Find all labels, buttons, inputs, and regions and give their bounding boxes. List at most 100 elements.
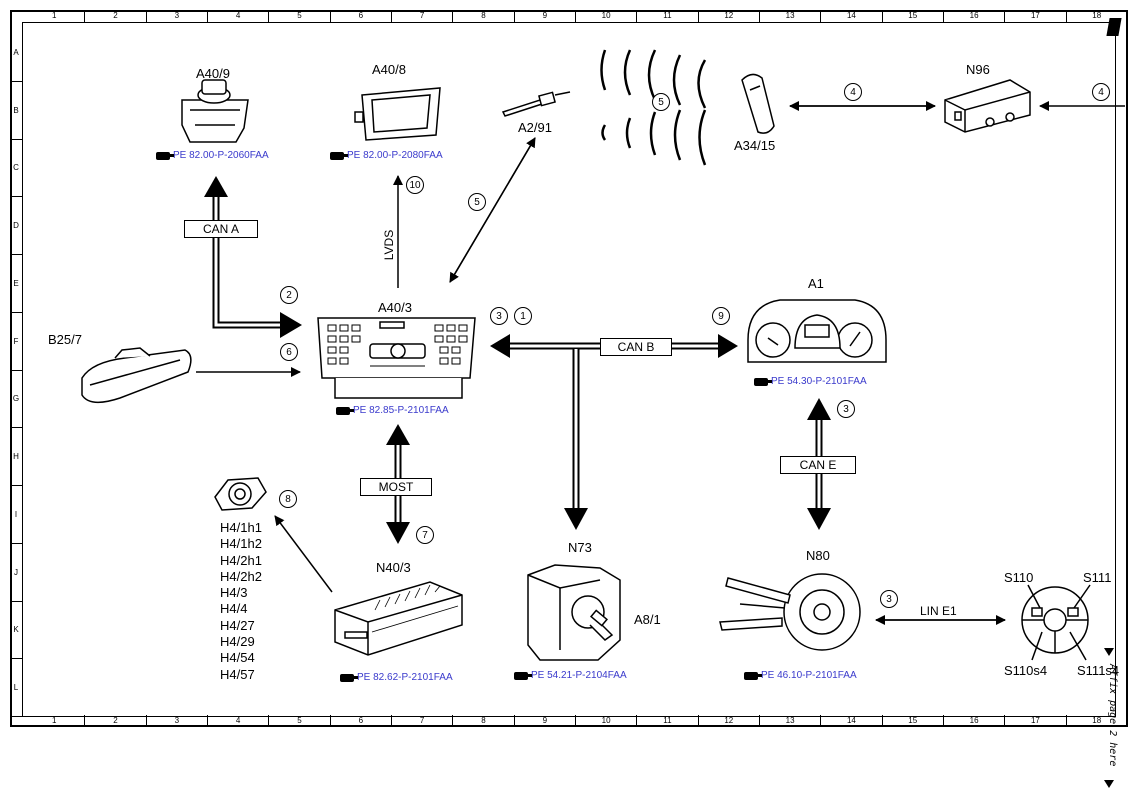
column-number: 5	[269, 715, 331, 727]
ref-link-a1[interactable]: PE 54.30-P-2101FAA	[754, 376, 867, 387]
label-a34-15: A34/15	[734, 138, 776, 153]
label-n73: N73	[568, 540, 592, 555]
row-letter: G	[10, 371, 22, 429]
row-letter: I	[10, 486, 22, 544]
column-number: 6	[331, 715, 392, 727]
column-number: 8	[453, 10, 515, 22]
bus-label-can-b: CAN B	[600, 338, 672, 356]
column-number: 15	[883, 10, 944, 22]
row-letter: A	[10, 24, 22, 82]
speaker-list: H4/1h1 H4/1h2 H4/2h1 H4/2h2 H4/3 H4/4 H4…	[220, 520, 262, 683]
column-number: 10	[576, 715, 638, 727]
marker-5: 5	[652, 93, 670, 111]
speaker-item: H4/4	[220, 601, 248, 617]
column-number: 11	[637, 10, 699, 22]
column-number: 13	[760, 10, 822, 22]
label-s110s4: S110s4	[1004, 663, 1048, 678]
column-number: 12	[699, 715, 760, 727]
column-number: 5	[269, 10, 331, 22]
row-letter: F	[10, 313, 22, 371]
speaker-item: H4/1h2	[220, 536, 262, 552]
bus-label-lvds: LVDS	[382, 229, 397, 261]
ref-link-a40-9[interactable]: PE 82.00-P-2060FAA	[156, 150, 269, 161]
label-n40-3: N40/3	[376, 560, 411, 575]
column-number: 2	[85, 715, 147, 727]
speaker-item: H4/29	[220, 634, 255, 650]
label-a40-9: A40/9	[196, 66, 230, 81]
label-n80: N80	[806, 548, 830, 563]
column-number: 16	[944, 10, 1006, 22]
marker-4: 4	[1092, 83, 1110, 101]
label-a1: A1	[808, 276, 824, 291]
row-letter: H	[10, 428, 22, 486]
column-number: 13	[760, 715, 822, 727]
column-number: 9	[515, 10, 576, 22]
label-b25-7: B25/7	[48, 332, 82, 347]
pointing-hand-icon	[744, 671, 762, 680]
affix-note: Affix page 2 here	[1107, 664, 1118, 767]
marker-5: 5	[468, 193, 486, 211]
radio-waves-icon	[600, 49, 707, 166]
bus-label-lin-e1: LIN E1	[920, 604, 957, 618]
row-letter: B	[10, 82, 22, 140]
column-number: 18	[1067, 10, 1128, 22]
pointing-hand-icon	[336, 406, 354, 415]
marker-4: 4	[844, 83, 862, 101]
triangle-marker-icon	[1104, 780, 1114, 788]
marker-3: 3	[880, 590, 898, 608]
controller-icon	[181, 79, 249, 143]
label-s110: S110	[1004, 570, 1034, 585]
pointing-hand-icon	[754, 377, 772, 386]
pointing-hand-icon	[330, 151, 348, 160]
ref-link-n73[interactable]: PE 54.21-P-2104FAA	[514, 670, 627, 681]
speaker-item: H4/57	[220, 666, 255, 682]
ref-link-a40-3[interactable]: PE 82.85-P-2101FAA	[336, 405, 449, 416]
marker-3: 3	[837, 400, 855, 418]
pointing-hand-icon	[514, 671, 532, 680]
column-number: 10	[576, 10, 638, 22]
label-a40-3: A40/3	[378, 300, 412, 315]
marker-3: 3	[490, 307, 508, 325]
ref-link-n80[interactable]: PE 46.10-P-2101FAA	[744, 670, 857, 681]
bus-label-can-e: CAN E	[780, 456, 856, 474]
row-letter: L	[10, 659, 22, 717]
column-number: 12	[699, 10, 760, 22]
steering-wheel-icon	[1021, 584, 1091, 661]
ref-link-n40-3[interactable]: PE 82.62-P-2101FAA	[340, 672, 453, 683]
instrument-cluster-icon	[747, 299, 887, 363]
speaker-item: H4/1h1	[220, 520, 262, 535]
label-a2-91: A2/91	[518, 120, 552, 135]
head-unit-icon	[317, 317, 476, 399]
tuner-module-icon	[944, 79, 1031, 133]
label-a8-1: A8/1	[634, 612, 661, 627]
speaker-item: H4/54	[220, 650, 255, 666]
column-number: 3	[147, 10, 208, 22]
marker-1: 1	[514, 307, 532, 325]
column-number: 18	[1067, 715, 1128, 727]
column-number: 1	[24, 10, 86, 22]
label-n96: N96	[966, 62, 990, 77]
marker-10: 10	[406, 176, 424, 194]
row-letter: K	[10, 602, 22, 660]
row-letter: D	[10, 197, 22, 255]
marker-8: 8	[279, 490, 297, 508]
marker-6: 6	[280, 343, 298, 361]
drawing-frame	[10, 10, 1128, 727]
marker-7: 7	[416, 526, 434, 544]
marker-2: 2	[280, 286, 298, 304]
column-number: 7	[392, 715, 454, 727]
column-number: 2	[85, 10, 147, 22]
speaker-icon	[214, 477, 267, 511]
column-number: 6	[331, 10, 392, 22]
column-number: 11	[637, 715, 699, 727]
speaker-item: H4/2h1	[220, 552, 262, 568]
speaker-item: H4/3	[220, 585, 248, 601]
ref-link-a40-8[interactable]: PE 82.00-P-2080FAA	[330, 150, 443, 161]
column-number: 7	[392, 10, 454, 22]
column-number: 15	[883, 715, 944, 727]
label-s111: S111	[1083, 570, 1112, 585]
